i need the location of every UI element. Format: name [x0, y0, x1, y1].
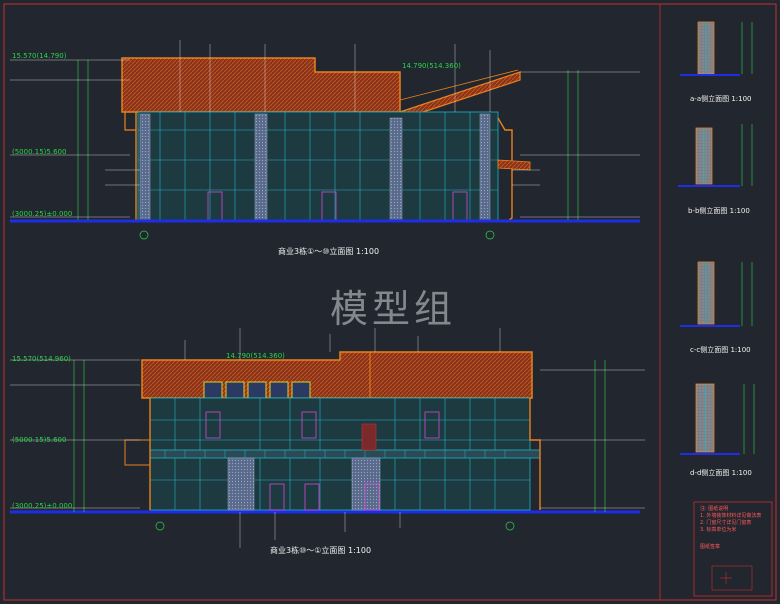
stamp-box — [711, 565, 753, 591]
top-level-roof: 15.570(14.790) — [12, 52, 67, 60]
side-elevation-a — [680, 21, 753, 76]
drawing-notes: 注: 图纸说明 1. 外墙装饰材料详见做法表 2. 门窗尺寸详见门窗表 3. 标… — [700, 506, 772, 551]
top-level-ground: (3000.25)±0.000 — [12, 210, 73, 218]
note-line: 1. 外墙装饰材料详见做法表 — [700, 513, 762, 519]
bottom-elevation — [10, 328, 645, 548]
side-c-title: c-c侧立面图 1:100 — [690, 346, 751, 354]
top-sloped-roof — [398, 71, 521, 119]
top-elevation-title: 商业3栋①～⑩立面图 1:100 — [278, 247, 380, 256]
side-elevation-c — [680, 261, 753, 327]
side-elevation-b — [678, 124, 753, 187]
notes-title: 注: 图纸说明 — [700, 506, 729, 512]
notes-box — [693, 501, 773, 597]
bottom-level-roof: 15.570(514.960) — [12, 355, 71, 363]
side-elevation-d — [680, 383, 755, 455]
top-level-ridge: 14.790(514.360) — [402, 62, 461, 70]
side-d-title: d-d侧立面图 1:100 — [690, 469, 752, 477]
bottom-level-ground: (3000.25)±0.000 — [12, 502, 73, 510]
bottom-elevation-title: 商业3栋⑩～①立面图 1:100 — [270, 546, 372, 555]
top-glass-facade — [137, 111, 499, 221]
top-elevation — [10, 40, 640, 240]
bottom-level-mid: (5000.15)5.600 — [12, 436, 67, 444]
side-a-title: a-a侧立面图 1:100 — [690, 95, 752, 103]
bottom-roof — [141, 351, 533, 399]
note-line: 2. 门窗尺寸详见门窗表 — [700, 520, 752, 526]
note-line: 3. 标高单位为米 — [700, 527, 737, 533]
top-roof — [121, 57, 401, 113]
drawing-frame — [3, 3, 777, 601]
top-level-mid: (5000.15)5.600 — [12, 148, 67, 156]
side-b-title: b-b侧立面图 1:100 — [688, 207, 750, 215]
stamp-label: 图纸签章 — [700, 544, 721, 550]
bottom-level-ridge: 14.790(514.360) — [226, 352, 285, 360]
watermark: 模型组 — [330, 287, 457, 331]
